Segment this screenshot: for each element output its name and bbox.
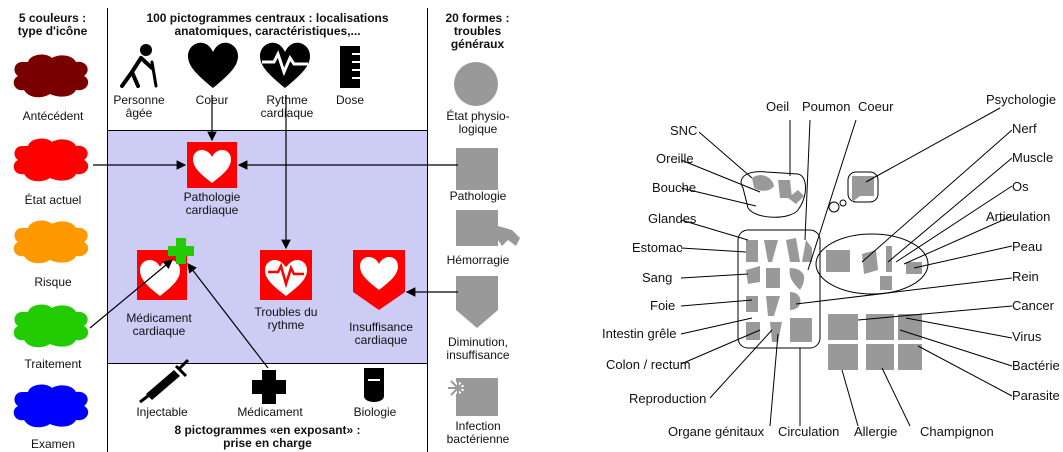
shape-label: Infection bactérienne (446, 419, 510, 446)
shape-circle-icon (454, 62, 498, 106)
central-icon-label: Personne âgée (113, 93, 165, 120)
organ-label: Oreille (656, 151, 694, 166)
exponent-label: Médicament (237, 405, 303, 419)
separator-right (427, 8, 428, 452)
organ-label: Muscle (1012, 150, 1054, 165)
central-icon-label: Dose (335, 93, 364, 107)
organ-label: Poumon (802, 99, 851, 114)
blob-traitement (13, 304, 89, 348)
color-label: Traitement (24, 357, 82, 371)
organ-label: Articulation (986, 209, 1051, 224)
central-example-box (107, 130, 427, 364)
dose-icon (340, 46, 360, 88)
elderly-person-icon (120, 44, 158, 88)
organ-label: Champignon (920, 424, 994, 439)
shape-label: Pathologie (449, 189, 507, 203)
example-label: Médicament cardiaque (126, 311, 192, 338)
colors-header: 5 couleurs : type d'icône (17, 11, 88, 38)
organ-label: Allergie (854, 424, 898, 439)
organ-label: Colon / rectum (606, 357, 691, 372)
central-header: 100 pictogrammes centraux : localisation… (146, 11, 389, 38)
organ-label: SNC (670, 123, 698, 138)
organ-label: Estomac (632, 240, 683, 255)
exponent-label: Biologie (353, 405, 397, 419)
shapes-header: 20 formes : troubles généraux (445, 11, 510, 51)
test-tube-icon (364, 368, 384, 402)
shape-label: État physio- logique (446, 109, 510, 136)
central-icons (120, 42, 360, 88)
organ-label: Organe génitaux (668, 424, 765, 439)
separator-left (107, 8, 108, 452)
organ-label: Intestin grêle (602, 326, 677, 341)
exponent-label: Injectable (136, 405, 188, 419)
organ-label: Foie (650, 298, 676, 313)
organ-label: Cancer (1012, 298, 1054, 313)
organ-label: Rein (1012, 269, 1039, 284)
organ-label: Peau (1012, 239, 1043, 254)
organ-label: Nerf (1012, 121, 1037, 136)
exponent-footer: 8 pictogrammes «en exposant» : prise en … (174, 423, 361, 450)
organ-label: Virus (1012, 329, 1042, 344)
color-label: État actuel (24, 193, 82, 207)
blob-etat-actuel (13, 138, 89, 182)
color-label: Examen (30, 437, 76, 451)
heart-icon (188, 42, 238, 88)
organ-label: Psychologie (986, 92, 1057, 107)
color-label: Antécédent (22, 109, 84, 123)
heart-rhythm-icon (260, 42, 310, 88)
organ-label: Bactérie (1012, 358, 1060, 373)
organ-label: Coeur (858, 99, 894, 114)
shape-label: Diminution, insuffisance (446, 335, 510, 362)
cross-icon (252, 370, 286, 404)
color-blobs (13, 54, 89, 428)
syringe-icon (139, 358, 190, 404)
shape-pentagon-icon (456, 276, 498, 328)
shape-hemorrhage-icon (456, 210, 520, 246)
example-insuffisance-cardiaque-icon (353, 250, 405, 310)
example-troubles-rythme-icon (260, 250, 312, 300)
organ-label: Os (1012, 179, 1029, 194)
example-label: Pathologie cardiaque (183, 190, 241, 217)
shape-bacteria-icon (448, 378, 498, 416)
example-pathologie-cardiaque-icon (187, 142, 237, 188)
organ-label: Glandes (648, 211, 697, 226)
shape-square-icon (456, 148, 498, 190)
organ-label: Circulation (778, 424, 840, 439)
shape-icons (448, 62, 520, 416)
central-icon-label: Rythme cardiaque (260, 93, 314, 120)
organ-label: Sang (642, 270, 673, 285)
blob-antecedent (13, 54, 89, 98)
organ-label: Bouche (652, 180, 697, 195)
organ-label: Oeil (766, 99, 790, 114)
example-label: Insuffisance cardiaque (349, 320, 413, 347)
blob-risque (13, 220, 89, 264)
organ-label: Reproduction (629, 391, 707, 406)
example-label: Troubles du rythme (254, 305, 318, 332)
shape-label: Hémorragie (446, 253, 510, 267)
organ-label: Parasite (1012, 388, 1060, 403)
blob-examen (13, 384, 89, 428)
color-label: Risque (34, 275, 72, 289)
